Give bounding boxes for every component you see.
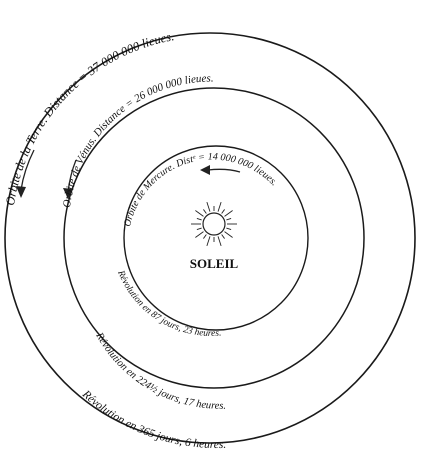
sun-ray [218,236,221,246]
venus-revolution-label: Révolution en 224½ jours, 17 heures. [93,330,226,412]
mercury-direction-arrow [200,165,240,175]
sun-ray [203,209,206,213]
sun-ray [226,228,231,230]
sun-ray [225,210,233,216]
mercury-orbit-label: Orbite de Mercure. Distᵉ = 14 000 000 li… [122,152,279,228]
sun-ray [207,236,210,246]
venus-orbit-label: Orbite de Vénus. Distance = 26 000 000 l… [61,73,214,209]
sun-ray [195,232,203,238]
sun-ray [207,202,210,212]
mercury-orbit-ring [124,146,308,330]
sun-ray [195,210,203,216]
sun-ray [203,235,206,239]
sun-ray [225,232,233,238]
sun-ray [197,218,202,220]
sun-ray [226,218,231,220]
sun-ray [222,209,225,213]
mercury-revolution-label: Révolution en 87 jours, 23 heures. [115,268,222,339]
earth-revolution-label: Révolution en 365 jours, 6 heures. [79,388,226,451]
sun-ray [218,202,221,212]
sun-ray [197,228,202,230]
sun-icon [191,202,237,246]
sun-ray [222,235,225,239]
sun-label: SOLEIL [190,256,239,271]
